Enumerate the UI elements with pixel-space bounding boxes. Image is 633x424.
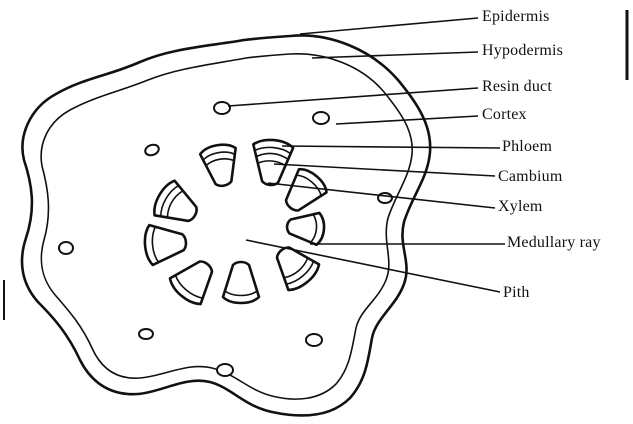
leader-phloem (282, 146, 500, 148)
resin-duct (214, 102, 230, 114)
leader-epidermis (300, 18, 478, 34)
vascular-bundle (223, 262, 259, 303)
label-cambium: Cambium (498, 168, 563, 186)
vascular-bundle (199, 142, 242, 189)
resin-duct (313, 112, 329, 124)
resin-duct (144, 143, 161, 157)
leader-resin-duct (228, 88, 478, 106)
label-resin-duct: Resin duct (482, 78, 552, 96)
vascular-bundle (149, 178, 205, 233)
vascular-bundle (143, 222, 187, 265)
label-cortex: Cortex (482, 106, 527, 124)
leader-pith (246, 240, 500, 292)
label-pith: Pith (503, 284, 530, 302)
vascular-bundle (166, 252, 223, 309)
leader-cortex (336, 116, 478, 124)
resin-duct (217, 364, 233, 376)
vascular-bundle (276, 165, 330, 220)
resin-duct (139, 329, 153, 339)
resin-duct (378, 193, 392, 203)
leader-hypodermis (312, 52, 478, 58)
label-medullary-ray: Medullary ray (507, 234, 601, 252)
vascular-bundle (286, 210, 326, 245)
resin-duct (59, 242, 73, 254)
label-phloem: Phloem (502, 138, 552, 156)
label-hypodermis: Hypodermis (482, 42, 563, 60)
leader-xylem (268, 183, 495, 208)
epidermis-outline (22, 35, 430, 415)
label-xylem: Xylem (498, 198, 543, 216)
label-epidermis: Epidermis (482, 8, 550, 26)
resin-duct (306, 334, 322, 346)
